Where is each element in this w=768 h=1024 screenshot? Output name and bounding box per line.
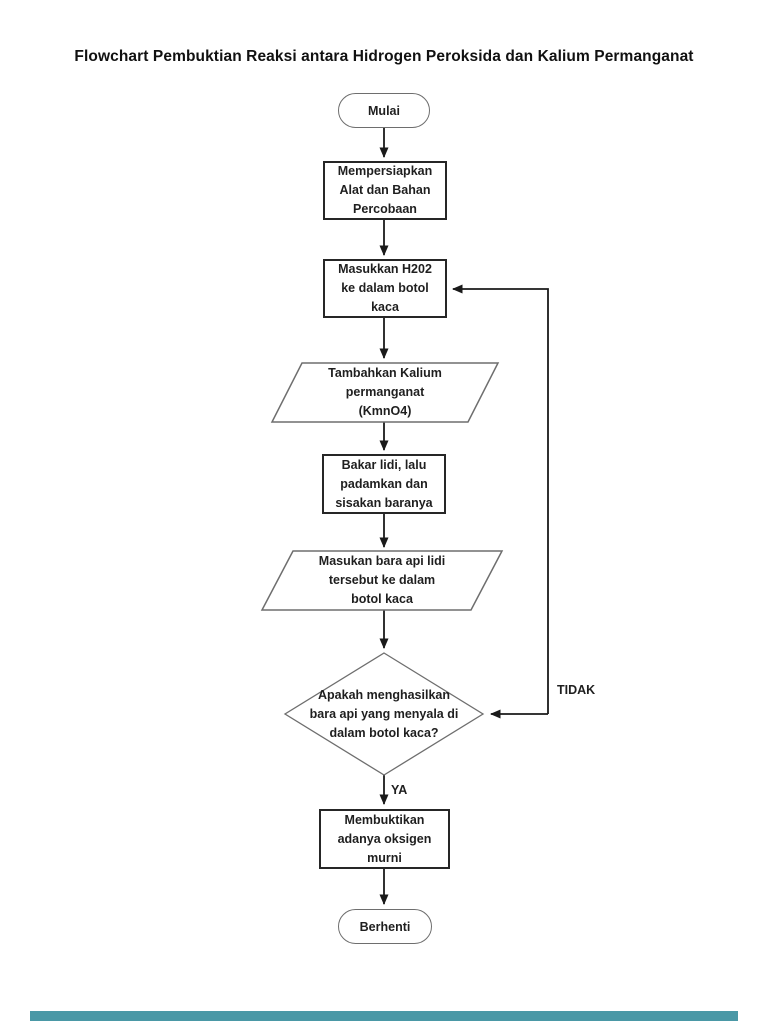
node-prove-oxygen-line: Membuktikan (344, 812, 425, 827)
node-burn-stick-line: sisakan baranya (335, 495, 433, 510)
node-burn-stick-line: padamkan dan (340, 476, 428, 491)
node-prove-oxygen-line: adanya oksigen (337, 831, 432, 846)
node-insert-h2o2-line: kaca (371, 300, 399, 314)
node-add-kmno4-line: (KmnO4) (358, 404, 412, 418)
node-add-kmno4-line: permanganat (345, 385, 425, 399)
node-insert-h2o2-line: Masukkan H202 (338, 262, 432, 276)
node-end: Berhenti (338, 909, 432, 944)
edge-label-tidak: TIDAK (557, 683, 596, 697)
node-prepare-line: Percobaan (353, 202, 417, 216)
node-insert-ember-line: Masukan bara api lidi (318, 554, 446, 568)
parallelogram-insert-ember (260, 550, 504, 611)
node-burn-stick-line: Bakar lidi, lalu (341, 457, 427, 472)
node-insert-ember: Masukan bara api lidi tersebut ke dalam … (272, 552, 492, 609)
page-title: Flowchart Pembuktian Reaksi antara Hidro… (74, 48, 694, 65)
node-decision-line: bara api yang menyala di (309, 706, 459, 721)
next-page-edge-strip (30, 1011, 738, 1021)
parallelogram-add-kmno4 (270, 362, 500, 423)
node-start: Mulai (338, 93, 430, 128)
node-insert-ember-line: botol kaca (351, 592, 413, 606)
node-insert-h2o2: Masukkan H202 ke dalam botol kaca (323, 259, 447, 318)
node-burn-stick: Bakar lidi, lalu padamkan dan sisakan ba… (322, 454, 446, 514)
node-end-label: Berhenti (359, 919, 411, 934)
node-prepare-line: Mempersiapkan (337, 164, 433, 178)
diamond-decision (283, 652, 485, 776)
arrow-feedback-to-insert-h2o2 (452, 284, 549, 714)
node-prove-oxygen-line: murni (367, 850, 402, 865)
node-add-kmno4: Tambahkan Kalium permanganat (KmnO4) (287, 364, 483, 421)
edge-label-ya: YA (391, 783, 408, 797)
node-insert-ember-line: tersebut ke dalam (328, 573, 436, 587)
node-decision-line: Apakah menghasilkan (318, 687, 450, 702)
node-insert-h2o2-line: ke dalam botol (341, 281, 429, 295)
node-prove-oxygen: Membuktikan adanya oksigen murni (319, 809, 450, 869)
node-start-label: Mulai (368, 103, 400, 118)
node-prepare-line: Alat dan Bahan (339, 183, 431, 197)
node-add-kmno4-line: Tambahkan Kalium (328, 366, 442, 380)
node-decision-line: dalam botol kaca? (329, 725, 439, 740)
node-decision: Apakah menghasilkan bara api yang menyal… (284, 684, 484, 744)
node-prepare: Mempersiapkan Alat dan Bahan Percobaan (323, 161, 447, 220)
